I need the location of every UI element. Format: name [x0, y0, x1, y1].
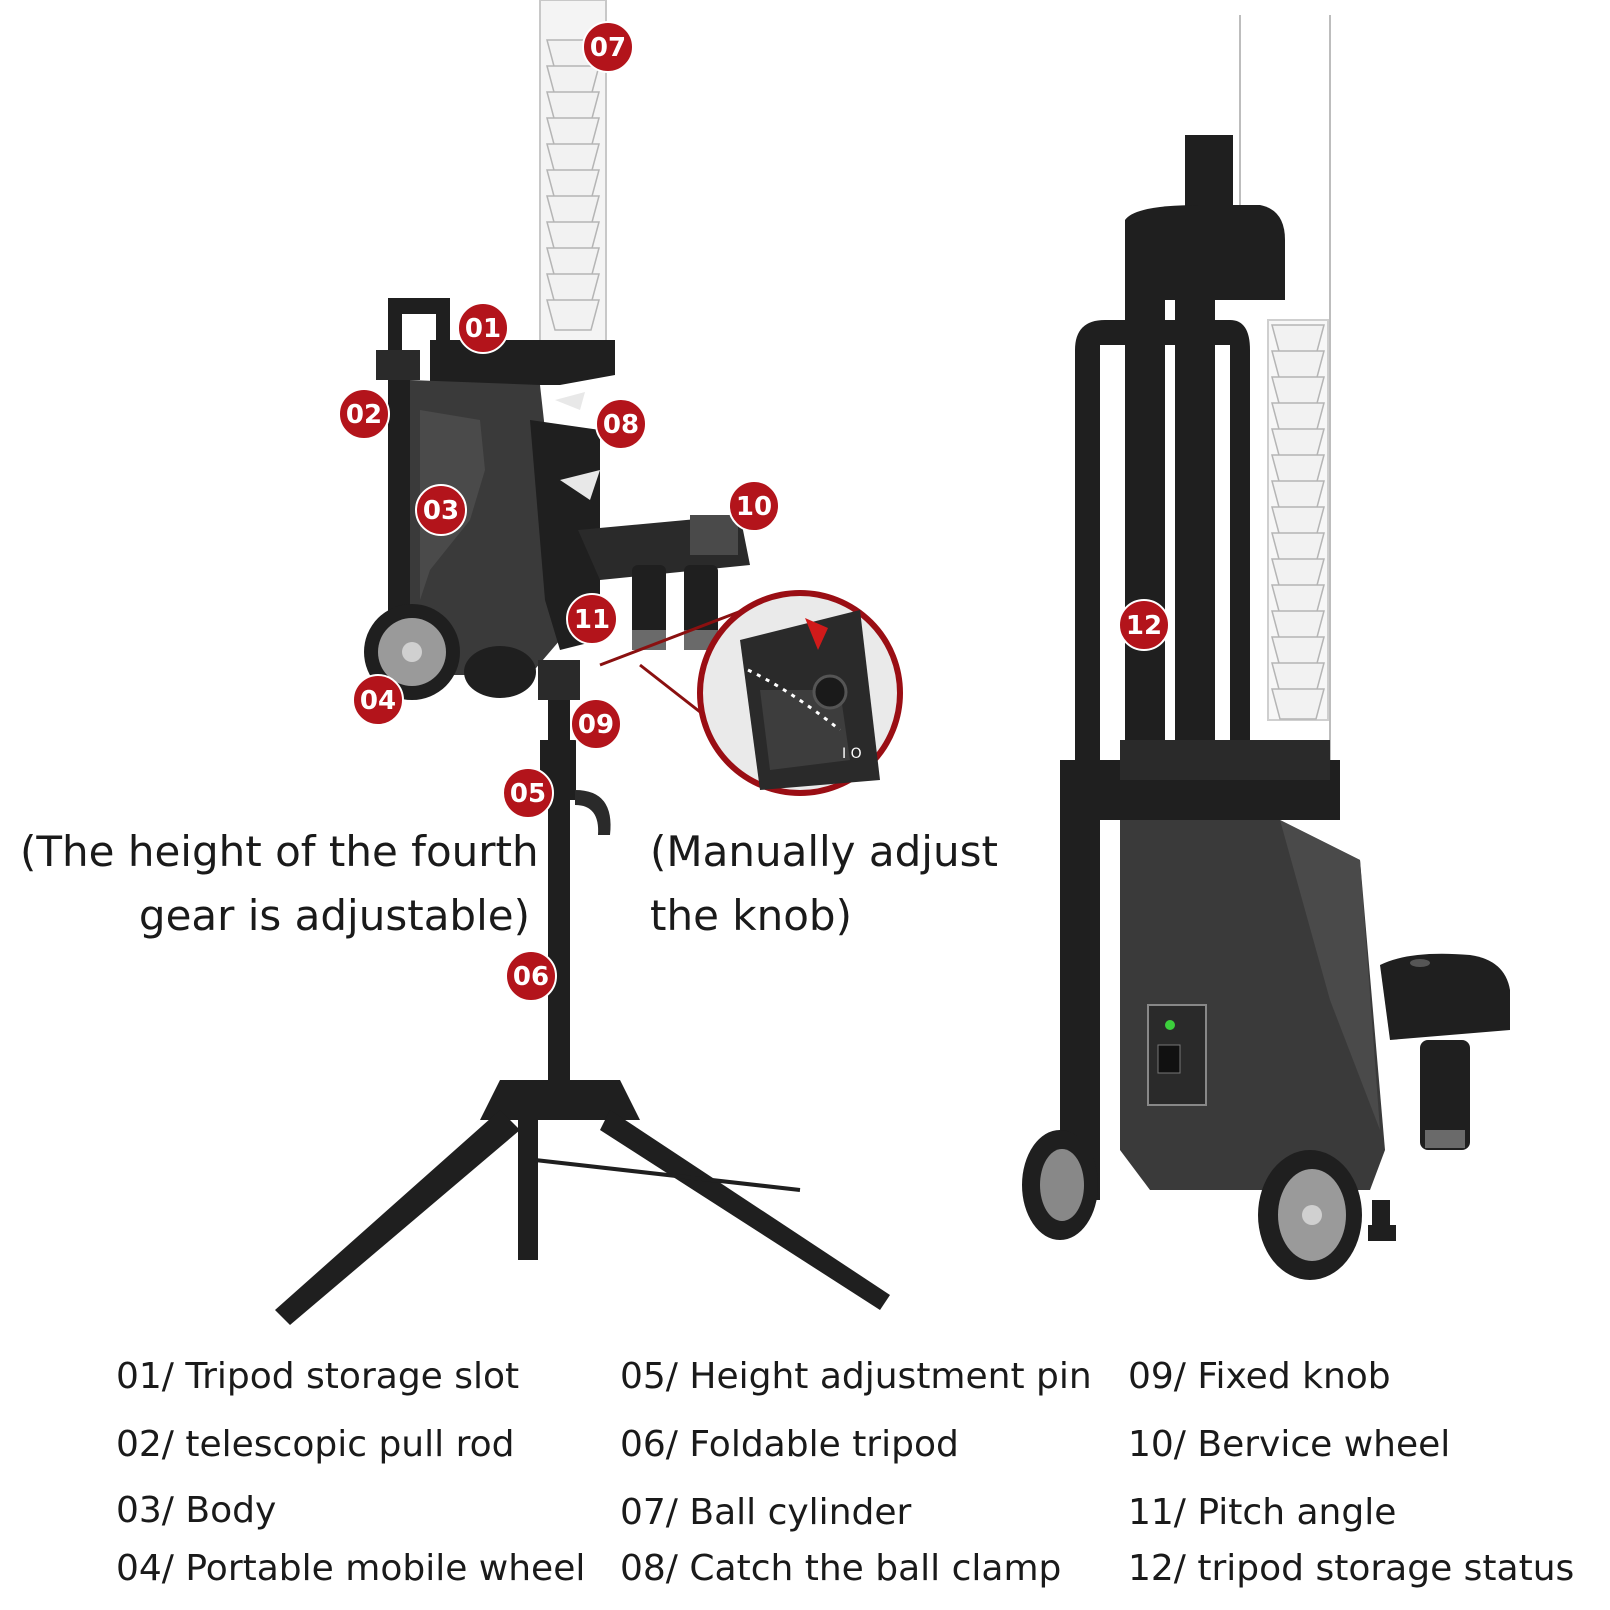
badge-circle [415, 484, 467, 536]
badge-09: 09 [570, 698, 622, 750]
badge-03: 03 [415, 484, 467, 536]
badge-04: 04 [352, 674, 404, 726]
badge-label: 02 [346, 400, 382, 430]
tripod-height-note: (The height of the fourth gear is adjust… [20, 820, 539, 948]
shuttlecock-icon [1271, 688, 1325, 720]
badge-circle [352, 674, 404, 726]
badge-circle [582, 21, 634, 73]
badge-label: 03 [423, 496, 459, 526]
badge-label: 07 [590, 33, 626, 63]
badge-05: 05 [502, 767, 554, 819]
telescopic-pull-rod [376, 298, 450, 618]
note-right-line1: (Manually adjust [650, 827, 998, 876]
legend-item-09: 09/ Fixed knob [1128, 1356, 1391, 1397]
pitch-angle-zoom-inset: I O [697, 590, 903, 796]
badge-circle [505, 950, 557, 1002]
power-switch-icon [1157, 1044, 1181, 1074]
legend-item-08: 08/ Catch the ball clamp [620, 1548, 1062, 1589]
shuttlecock-stack-right [1271, 324, 1325, 720]
stored-tripod [1125, 290, 1165, 750]
knob-adjust-note: (Manually adjust the knob) [650, 820, 1010, 948]
badge-label: 04 [360, 686, 396, 716]
legend-item-12: 12/ tripod storage status [1128, 1548, 1575, 1589]
legend-item-10: 10/ Bervice wheel [1128, 1424, 1451, 1465]
deployed-machine: I O [275, 0, 903, 1325]
height-adjustment-pin [575, 790, 611, 835]
badge-label: 01 [465, 314, 501, 344]
legend-item-05: 05/ Height adjustment pin [620, 1356, 1092, 1397]
arrow-down-icon [805, 618, 828, 650]
badge-01: 01 [457, 302, 509, 354]
switch-label: I O [842, 746, 862, 762]
power-led-icon [1165, 1020, 1175, 1030]
legend-item-06: 06/ Foldable tripod [620, 1424, 959, 1465]
service-wheel-stored [1380, 953, 1510, 1040]
storage-wheels [1022, 1130, 1396, 1280]
badge-08: 08 [595, 398, 647, 450]
note-left-line2: gear is adjustable) [138, 891, 530, 940]
badge-circle [1118, 599, 1170, 651]
legend-item-07: 07/ Ball cylinder [620, 1492, 912, 1533]
pull-rod-frame [1075, 320, 1250, 780]
badge-label: 09 [578, 710, 614, 740]
shuttlecock-stack [546, 39, 600, 331]
service-wheel-head [578, 515, 750, 650]
legend-item-03: 03/ Body [116, 1490, 277, 1531]
badge-02: 02 [338, 388, 390, 440]
note-right-line2: the knob) [650, 891, 852, 940]
badge-label: 06 [513, 962, 549, 992]
badge-circle [566, 593, 618, 645]
legend-item-04: 04/ Portable mobile wheel [116, 1548, 586, 1589]
badge-10: 10 [728, 480, 780, 532]
badge-11: 11 [566, 593, 618, 645]
legend-item-01: 01/ Tripod storage slot [116, 1356, 520, 1397]
badge-label: 11 [574, 605, 610, 635]
badge-circle [595, 398, 647, 450]
tripod-storage-slot [430, 340, 615, 385]
fixed-knob-icon [812, 674, 848, 710]
badge-circle [338, 388, 390, 440]
shuttlecock-icon [546, 299, 600, 331]
badge-circle [457, 302, 509, 354]
storage-machine [1022, 15, 1510, 1280]
badge-06: 06 [505, 950, 557, 1002]
badge-circle [502, 767, 554, 819]
badge-circle [570, 698, 622, 750]
badge-label: 08 [603, 410, 639, 440]
badges-layer: 01 02 03 04 05 06 07 08 09 10 11 12 [338, 21, 1170, 1002]
badge-label: 10 [736, 492, 772, 522]
badge-07: 07 [582, 21, 634, 73]
badge-label: 05 [510, 779, 546, 809]
badge-circle [728, 480, 780, 532]
badge-label: 12 [1126, 611, 1162, 641]
badge-12: 12 [1118, 599, 1170, 651]
legend-item-11: 11/ Pitch angle [1128, 1492, 1397, 1533]
legend-item-02: 02/ telescopic pull rod [116, 1424, 515, 1465]
note-left-line1: (The height of the fourth [20, 827, 539, 876]
